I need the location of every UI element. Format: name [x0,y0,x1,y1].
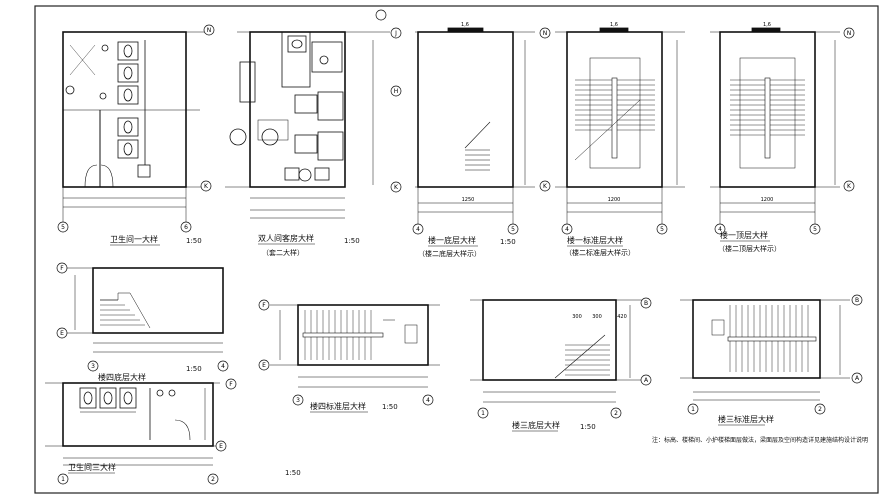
axis-label: K [847,183,852,190]
drawing-subtitle: （套二大样） [262,249,304,257]
drawing-title: 楼一顶层大样 [720,231,768,240]
dimension-text: 420 [617,314,627,320]
axis-label: N [847,30,852,37]
drawing-title: 卫生间一大样 [110,235,158,244]
plan-toilet-1 [62,31,205,225]
axis-label: 2 [818,406,822,413]
drawing-scale: 1:50 [344,237,360,245]
axis-label: 6 [184,224,188,231]
axis-label: F [229,381,233,388]
drawing-scale: 1:50 [580,423,596,431]
axis-label: 4 [416,226,420,233]
dimension-text: 300 [572,314,582,320]
axis-label: 5 [61,224,65,231]
axis-label: 3 [91,363,95,370]
axis-label: A [855,375,860,382]
dimension-text: 1200 [761,197,774,203]
drawing-title: 楼四底层大样 [98,373,146,382]
axis-label: 1 [61,476,65,483]
drawing-title: 楼一标准层大样 [567,236,623,245]
axis-bubbles-d5: N K 4 5 [714,27,855,235]
axis-label: F [262,302,266,309]
drawing-scale: 1:50 [186,237,202,245]
axis-label: 2 [211,476,215,483]
dimension-text: 1,6 [763,22,771,28]
axis-label: J [394,30,397,37]
axis-bubbles-d2: J H K [375,9,402,193]
plan-stair-3-standard [680,299,850,401]
axis-label: 5 [660,226,664,233]
axis-label: 4 [426,397,430,404]
axis-label: 5 [511,226,515,233]
drawing-title: 楼三底层大样 [512,421,560,430]
drawing-subtitle: （楼二底层大样示） [418,250,481,258]
plan-stair-4-standard [270,304,440,388]
drawing-title: 楼三标准层大样 [718,415,774,424]
axis-bubbles-d10: F E 1 2 [57,378,237,485]
axis-label: 4 [718,226,722,233]
axis-label: 2 [614,410,618,417]
axis-label: 1 [691,406,695,413]
axis-label: B [644,300,648,307]
dimension-text: 1,6 [461,22,469,28]
drawing-subtitle: （楼二标准层大样示） [565,249,635,257]
plan-stair-1-standard [555,27,685,228]
drawing-scale: 1:50 [285,469,301,477]
drawing-scale: 1:50 [382,403,398,411]
axis-bubbles-d7: F E 3 4 [258,299,434,406]
plan-stair-3-ground [470,299,650,403]
plan-stair-1-ground [415,27,535,228]
axis-label: E [262,362,266,369]
drawing-subtitle: （楼二顶层大样示） [718,245,781,253]
axis-label: B [855,297,859,304]
axis-label: 4 [565,226,569,233]
axis-bubbles-d4: N K 4 5 [539,27,668,235]
drawing-scale: 1:50 [186,365,202,373]
plan-stair-1-top [710,27,840,228]
axis-label: E [60,330,64,337]
drawing-title: 楼一底层大样 [428,236,476,245]
dimension-text: 1200 [608,197,621,203]
title-underlines [68,240,770,474]
drawing-scale: 1:50 [500,238,516,246]
drawing-title: 卫生间三大样 [68,463,116,472]
axis-bubbles-d6: F E 3 4 [56,262,229,372]
dimension-text: 1250 [462,197,475,203]
axis-label: K [204,183,209,190]
axis-label: N [543,30,548,37]
axis-label: 4 [221,363,225,370]
general-note: 注：标高、楼梯间、小护楼梯面层做法，梁面层及空间构造详见建施结构设计说明 [652,437,869,444]
axis-label: 3 [296,397,300,404]
dimension-text: 300 [592,314,602,320]
axis-label: E [219,443,223,450]
axis-label: 5 [813,226,817,233]
drawing-title: 双人间客房大样 [258,234,314,243]
plan-double-room [225,31,390,219]
dimension-text: 1,6 [610,22,618,28]
drawing-title: 楼四标准层大样 [310,402,366,411]
axis-label: H [394,88,399,95]
axis-label: A [644,377,649,384]
axis-bubbles-d8: B A 1 2 [477,297,652,419]
axis-label: K [543,183,548,190]
axis-bubbles-d1: N K 5 6 [57,24,215,233]
sheet-frame [34,5,879,494]
axis-label: N [207,27,212,34]
axis-bubbles-d3: 4 5 [412,223,519,235]
plan-stair-4-ground [65,267,224,353]
axis-bubbles-d9: B A 1 2 [687,294,863,415]
axis-label: K [394,184,399,191]
axis-label: F [60,265,64,272]
axis-label: 1 [481,410,485,417]
